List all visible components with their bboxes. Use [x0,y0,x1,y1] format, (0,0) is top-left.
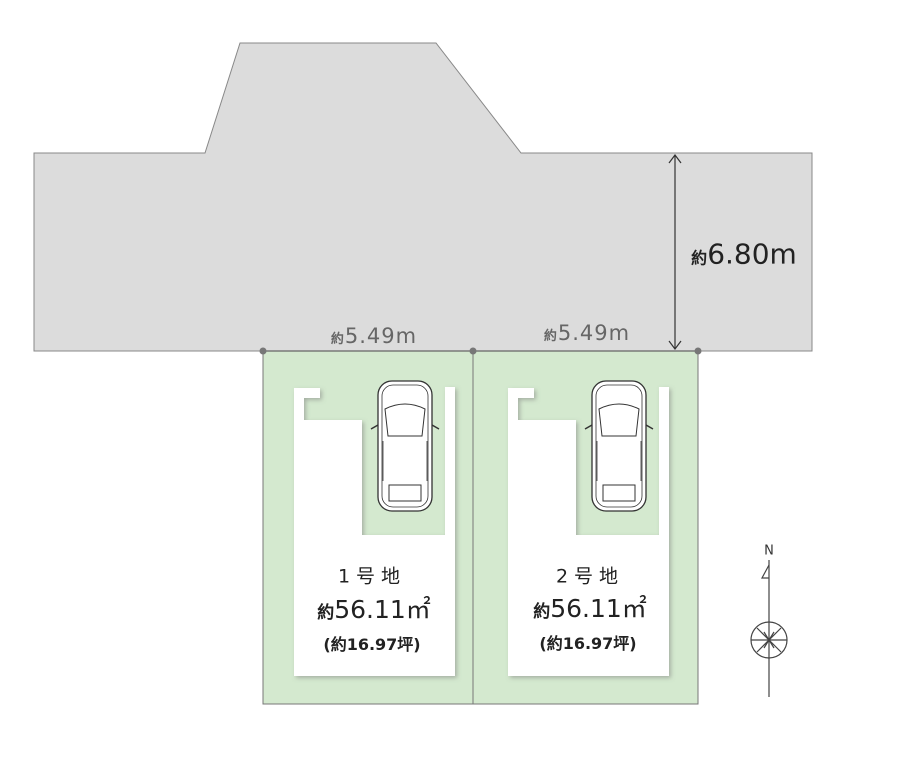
lot-2-area: 約56.11㎡ [533,594,647,623]
frontage-label-2: 約5.49m [543,321,631,345]
lot-1-name: 1号地 [337,565,407,588]
building-footprint-2 [508,387,669,676]
north-label: N [764,543,774,559]
road-depth-arrow [668,154,682,350]
boundary-marker [469,347,477,355]
road-depth-label: 約6.80m [691,237,797,271]
lot-2-name: 2号地 [555,565,625,588]
lot-2-tsubo: (約16.97坪) [539,634,637,653]
lot-1-tsubo: (約16.97坪) [323,635,421,654]
boundary-marker [259,347,267,355]
frontage-label-1: 約5.49m [330,324,418,348]
building-footprint-1 [294,387,455,676]
car-icon [584,380,654,512]
car-icon [370,380,440,512]
boundary-marker [694,347,702,355]
lot-1-area: 約56.11㎡ [317,595,431,624]
road-area [33,42,813,352]
north-compass-icon [750,560,788,697]
